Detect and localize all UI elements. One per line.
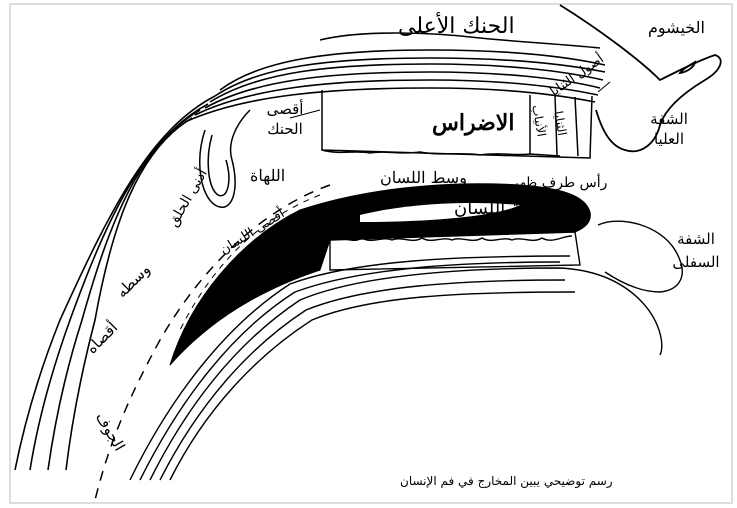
label-lower-lip: الشفة السفلى <box>664 228 728 273</box>
label-molars: الاضراس <box>432 112 514 134</box>
label-farthest-palate: أقصى الحنك <box>258 100 312 139</box>
label-tongue-tip-top: رأس طرف ظهر <box>512 176 607 190</box>
label-uvula: اللهاة <box>250 168 285 184</box>
label-upper-palate: الحنك الأعلى <box>398 16 515 38</box>
label-incisors: الثنايا <box>552 110 568 137</box>
diagram-caption: رسم توضيحي يبين المخارج في فم الإنسان <box>400 474 613 488</box>
label-tongue-middle: وسط اللسان <box>380 170 467 186</box>
label-upper-lip: الشفة العليا <box>638 110 700 149</box>
label-nasal-cavity: الخيشوم <box>648 20 705 36</box>
uvula-shape <box>200 110 250 207</box>
label-tongue-edge: حافة اللسان <box>454 200 546 218</box>
